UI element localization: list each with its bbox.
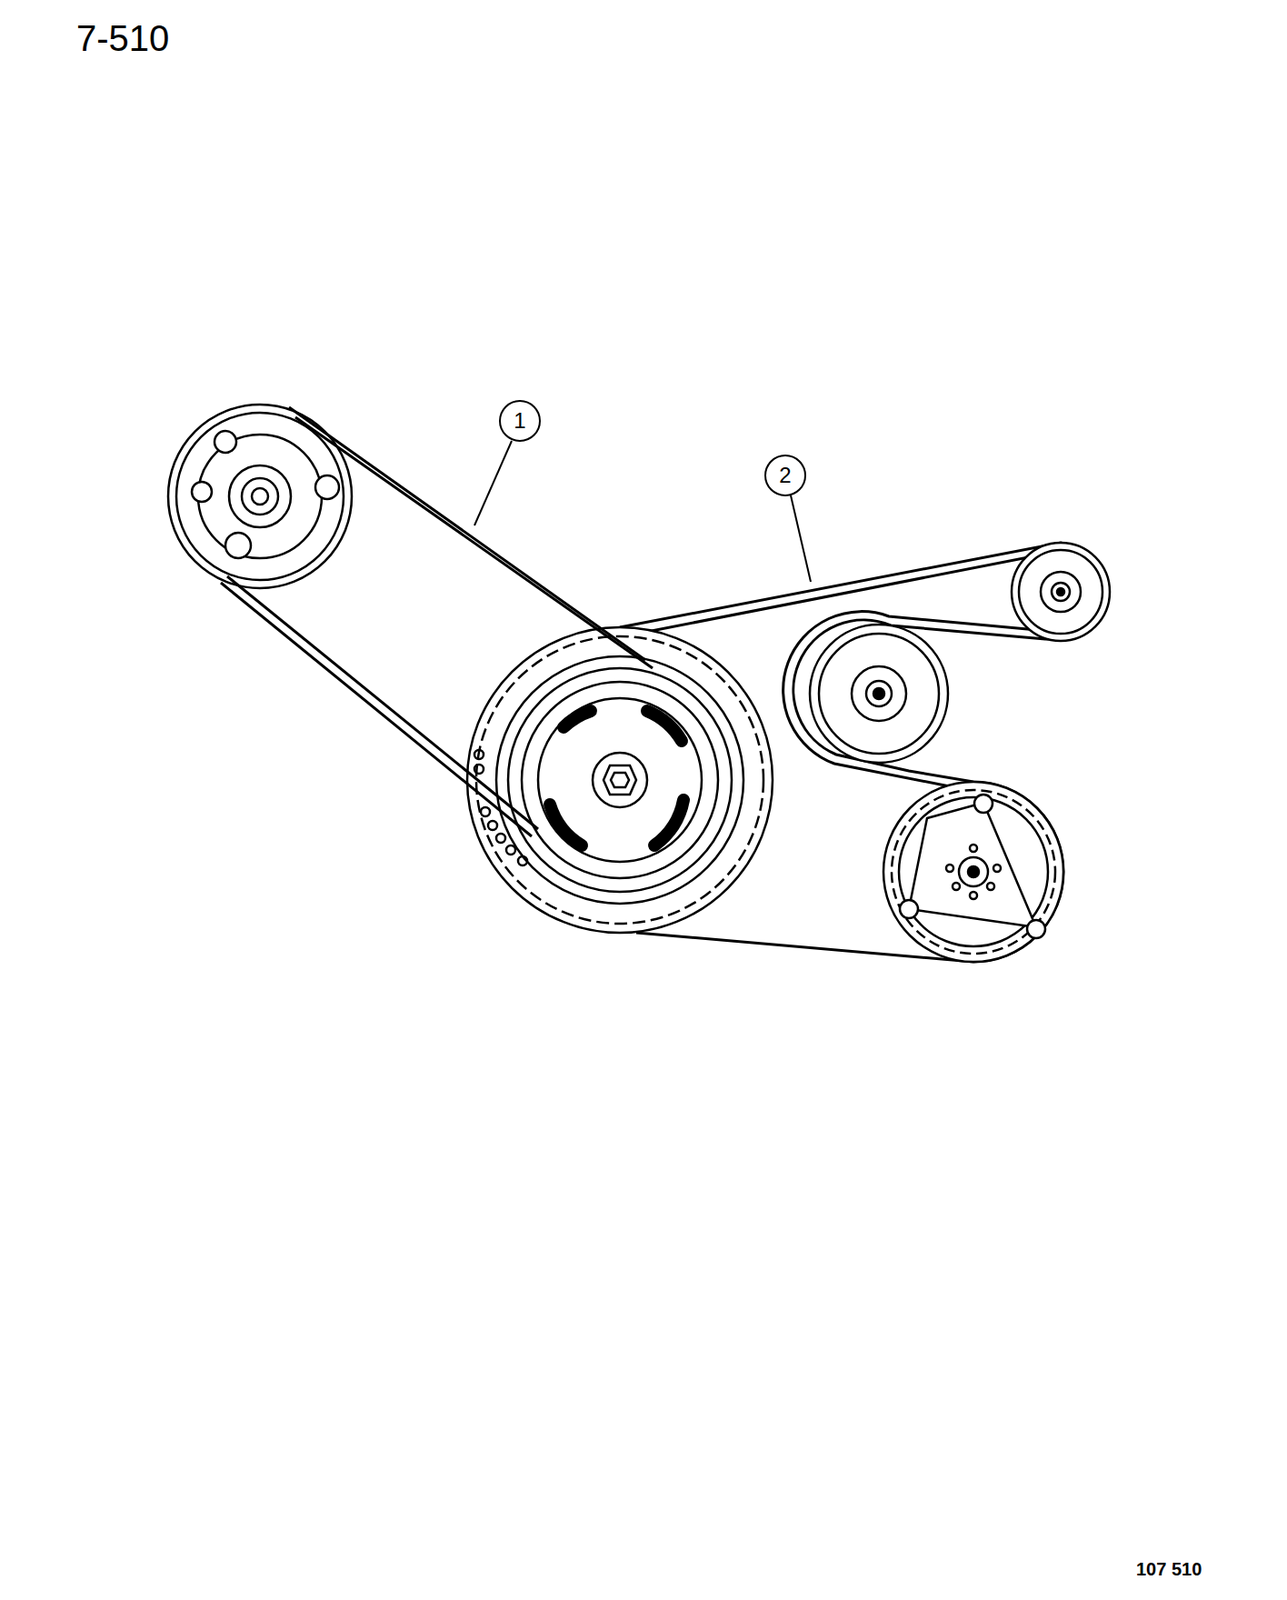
idler-pulley: [809, 624, 948, 763]
figure-number: 7-510: [76, 19, 170, 57]
drawing-number: 107 510: [1136, 1559, 1202, 1578]
crankshaft-pulley: [467, 627, 773, 933]
callout-number: 2: [778, 464, 791, 487]
callout-leaders: [474, 400, 811, 582]
drive-belt: [220, 407, 653, 837]
callout-number: 1: [513, 409, 526, 432]
small-pulley: [1011, 542, 1110, 641]
compressor-pulley: [883, 781, 1064, 962]
